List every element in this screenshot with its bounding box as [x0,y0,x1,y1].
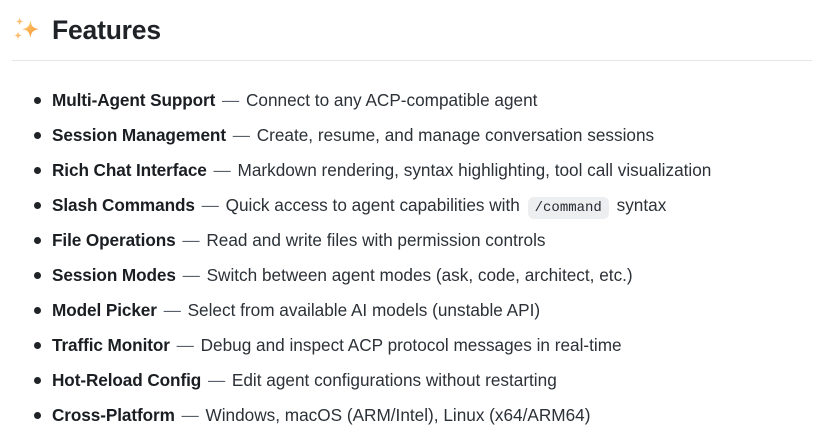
bullet-icon [34,237,41,244]
list-item: Multi-Agent Support — Connect to any ACP… [12,83,812,118]
features-list: Multi-Agent Support — Connect to any ACP… [12,61,812,433]
feature-term: Session Modes [52,265,176,285]
bullet-icon [34,342,41,349]
feature-dash: — [181,405,199,425]
feature-dash: — [232,125,250,145]
feature-term: Model Picker [52,300,157,320]
bullet-icon [34,272,41,279]
feature-term: Cross-Platform [52,405,175,425]
feature-term: Hot-Reload Config [52,370,202,390]
feature-term: Traffic Monitor [52,335,170,355]
feature-dash: — [213,160,231,180]
bullet-icon [34,97,41,104]
sparkles-icon [12,15,42,45]
feature-dash: — [222,90,240,110]
feature-description: Create, resume, and manage conversation … [256,125,655,145]
page-title: Features [52,14,161,45]
feature-dash: — [176,335,194,355]
feature-description: Read and write files with permission con… [206,230,546,250]
feature-term: Slash Commands [52,195,195,215]
feature-dash: — [201,195,219,215]
heading-divider [12,60,812,61]
feature-description: Quick access to agent capabilities with [225,195,520,215]
feature-term: Rich Chat Interface [52,160,207,180]
feature-description: Connect to any ACP-compatible agent [246,90,538,110]
feature-term: File Operations [52,230,176,250]
feature-description-suffix: syntax [616,195,667,215]
feature-dash: — [163,300,181,320]
feature-term: Session Management [52,125,226,145]
list-item: Rich Chat Interface — Markdown rendering… [12,153,812,188]
feature-dash: — [182,230,200,250]
feature-description: Select from available AI models (unstabl… [187,300,541,320]
feature-dash: — [182,265,200,285]
list-item: Session Modes — Switch between agent mod… [12,258,812,293]
bullet-icon [34,167,41,174]
bullet-icon [34,132,41,139]
features-heading: Features [12,0,812,52]
list-item: Hot-Reload Config — Edit agent configura… [12,363,812,398]
feature-term: Multi-Agent Support [52,90,216,110]
list-item: Traffic Monitor — Debug and inspect ACP … [12,328,812,363]
list-item: Model Picker — Select from available AI … [12,293,812,328]
bullet-icon [34,377,41,384]
feature-dash: — [207,370,226,390]
list-item: Slash Commands — Quick access to agent c… [12,188,812,223]
list-item: Session Management — Create, resume, and… [12,118,812,153]
bullet-icon [34,412,41,419]
list-item: Cross-Platform — Windows, macOS (ARM/Int… [12,398,812,433]
feature-description: Edit agent configurations without restar… [231,370,557,390]
feature-description: Switch between agent modes (ask, code, a… [206,265,633,285]
bullet-icon [34,307,41,314]
feature-description: Markdown rendering, syntax highlighting,… [237,160,712,180]
feature-description: Windows, macOS (ARM/Intel), Linux (x64/A… [205,405,591,425]
feature-description: Debug and inspect ACP protocol messages … [200,335,622,355]
inline-code-command: /command [527,197,609,219]
list-item: File Operations — Read and write files w… [12,223,812,258]
bullet-icon [34,202,41,209]
